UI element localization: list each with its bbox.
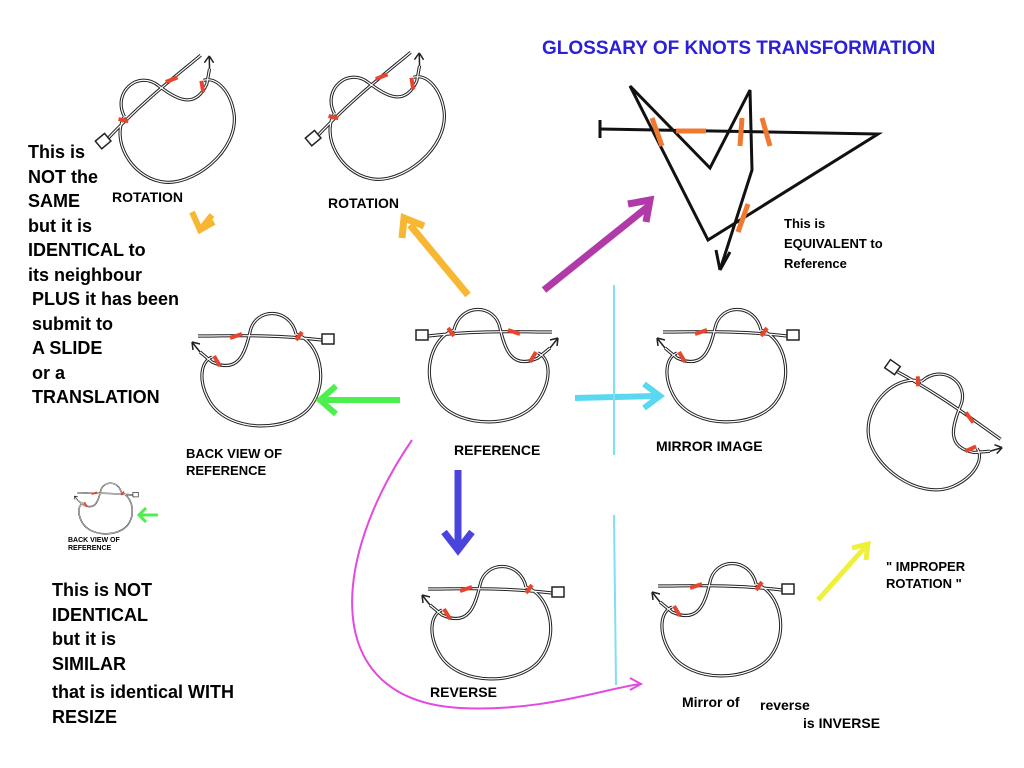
- note-not-identical-line: SIMILAR: [52, 653, 126, 674]
- label-equivalent-line2: EQUIVALENT to: [784, 236, 883, 251]
- arrow-reverse: [441, 470, 475, 556]
- mirror-line-bottom: [613, 514, 617, 686]
- note-not-same-line: or a: [32, 362, 66, 383]
- note-not-same-line: PLUS it has been: [32, 289, 180, 309]
- reference-knot: [414, 307, 560, 424]
- label-mirror-of: Mirror of: [682, 694, 740, 710]
- label-back-view: BACK VIEW OF REFERENCE: [186, 445, 282, 479]
- label-rotation-1: ROTATION: [112, 189, 184, 205]
- label-reference: REFERENCE: [454, 442, 541, 458]
- arrow-rotation-small: [189, 210, 216, 235]
- rotation-knot-2: [290, 29, 476, 211]
- note-not-identical-line: RESIZE: [52, 706, 118, 727]
- label-is-inverse: is INVERSE: [803, 715, 881, 731]
- arrow-rotation: [398, 213, 471, 298]
- label-improper-line2: ROTATION ": [886, 576, 962, 591]
- label-reverse: REVERSE: [430, 684, 497, 700]
- note-not-identical: This is NOT IDENTICAL but it is SIMILAR …: [52, 578, 234, 729]
- inverse-knot: [650, 561, 796, 678]
- note-not-same-line: TRANSLATION: [32, 387, 160, 407]
- note-not-same-line: This is: [28, 142, 86, 162]
- label-back-view-small: BACK VIEW OF REFERENCE: [68, 537, 120, 553]
- back-view-small-knot: [73, 482, 140, 535]
- label-improper-line1: " IMPROPER: [886, 559, 966, 574]
- mirror-image-knot: [655, 307, 801, 424]
- label-equivalent-line1: This is: [784, 216, 826, 231]
- note-not-same: This is NOT the SAME but it is IDENTICAL…: [28, 140, 179, 410]
- label-rotation-2: ROTATION: [328, 195, 400, 211]
- note-not-same-line: SAME: [28, 191, 81, 211]
- note-not-same-line: but it is: [28, 215, 92, 236]
- arrow-inverse: [351, 439, 644, 710]
- equivalent-polyline-knot: [598, 84, 884, 271]
- label-equivalent-line3: Reference: [784, 256, 847, 271]
- label-improper-rotation: " IMPROPER ROTATION ": [886, 558, 965, 592]
- note-not-same-line: submit to: [32, 313, 113, 334]
- arrow-equivalent: [541, 195, 655, 293]
- note-not-same-line: its neighbour: [28, 264, 142, 285]
- note-not-identical-line: that is identical WITH: [52, 682, 235, 702]
- arrow-improper: [816, 540, 871, 602]
- label-back-view-small-line2: REFERENCE: [68, 545, 112, 552]
- label-back-view-line2: REFERENCE: [186, 463, 267, 478]
- reverse-knot: [420, 564, 566, 681]
- note-not-identical-line: IDENTICAL: [52, 604, 148, 625]
- label-back-view-small-line1: BACK VIEW OF: [68, 537, 120, 544]
- arrow-mirror: [574, 381, 665, 411]
- arrow-back-view: [315, 383, 400, 417]
- note-not-same-line: A SLIDE: [32, 338, 103, 358]
- label-back-view-line1: BACK VIEW OF: [186, 446, 283, 461]
- label-equivalent: This is EQUIVALENT to Reference: [784, 214, 883, 274]
- label-reverse-word: reverse: [760, 697, 810, 713]
- note-not-same-line: IDENTICAL to: [28, 240, 146, 260]
- note-not-identical-line: This is NOT: [52, 580, 153, 600]
- back-view-knot: [190, 311, 336, 428]
- page-title: GLOSSARY OF KNOTS TRANSFORMATION: [542, 38, 936, 59]
- note-not-identical-line: but it is: [52, 629, 116, 649]
- note-not-same-line: NOT the: [28, 166, 98, 187]
- arrow-back-view-small: [136, 506, 158, 524]
- improper-rotation-knot: [835, 340, 1021, 519]
- label-mirror-image: MIRROR IMAGE: [656, 438, 763, 454]
